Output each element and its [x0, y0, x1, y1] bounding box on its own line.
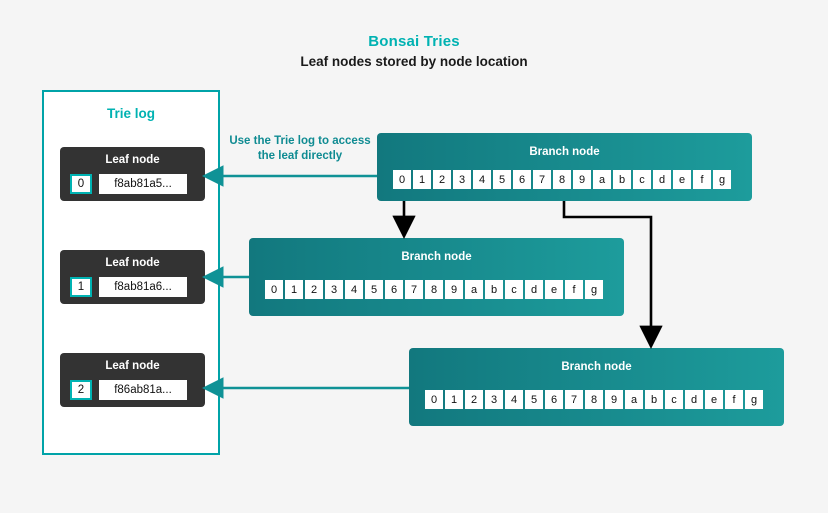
- branch-cell-3[interactable]: 3: [485, 390, 503, 409]
- leaf-node-label: Leaf node: [105, 360, 160, 372]
- page-title: Bonsai Tries: [368, 33, 460, 50]
- branch-cell-g[interactable]: g: [585, 280, 603, 299]
- branch-cell-1[interactable]: 1: [413, 170, 431, 189]
- branch-cell-1[interactable]: 1: [285, 280, 303, 299]
- branch-cell-c[interactable]: c: [505, 280, 523, 299]
- branch-cell-5[interactable]: 5: [493, 170, 511, 189]
- leaf-node-index: 1: [70, 277, 92, 297]
- branch-cell-c[interactable]: c: [665, 390, 683, 409]
- leaf-node-label: Leaf node: [105, 257, 160, 269]
- branch-cell-0[interactable]: 0: [265, 280, 283, 299]
- branch-cell-2[interactable]: 2: [305, 280, 323, 299]
- branch-node-label: Branch node: [529, 146, 600, 158]
- branch-cell-4[interactable]: 4: [505, 390, 523, 409]
- branch-cell-0[interactable]: 0: [393, 170, 411, 189]
- branch-cell-4[interactable]: 4: [345, 280, 363, 299]
- leaf-node-row: 1 f8ab81a6...: [70, 277, 187, 297]
- branch-cell-a[interactable]: a: [593, 170, 611, 189]
- branch-cell-8[interactable]: 8: [553, 170, 571, 189]
- leaf-node-row: 0 f8ab81a5...: [70, 174, 187, 194]
- branch-node-label: Branch node: [401, 251, 472, 263]
- branch-cell-6[interactable]: 6: [385, 280, 403, 299]
- branch-cell-7[interactable]: 7: [565, 390, 583, 409]
- branch-cell-d[interactable]: d: [685, 390, 703, 409]
- branch-cell-9[interactable]: 9: [573, 170, 591, 189]
- branch-cell-6[interactable]: 6: [513, 170, 531, 189]
- branch-cell-8[interactable]: 8: [585, 390, 603, 409]
- page-subtitle: Leaf nodes stored by node location: [300, 54, 528, 69]
- branch-cell-7[interactable]: 7: [533, 170, 551, 189]
- branch-cell-9[interactable]: 9: [605, 390, 623, 409]
- branch-cell-d[interactable]: d: [653, 170, 671, 189]
- branch-cell-5[interactable]: 5: [365, 280, 383, 299]
- leaf-node-index: 2: [70, 380, 92, 400]
- branch-cell-g[interactable]: g: [745, 390, 763, 409]
- trie-log-title: Trie log: [106, 106, 155, 121]
- branch-cell-f[interactable]: f: [565, 280, 583, 299]
- branch-cell-2[interactable]: 2: [433, 170, 451, 189]
- branch-cell-b[interactable]: b: [613, 170, 631, 189]
- branch-cell-2[interactable]: 2: [465, 390, 483, 409]
- leaf-node-1[interactable]: Leaf node 1 f8ab81a6...: [60, 250, 205, 304]
- branch-node-label: Branch node: [561, 361, 632, 373]
- branch-cell-9[interactable]: 9: [445, 280, 463, 299]
- branch-cell-3[interactable]: 3: [453, 170, 471, 189]
- branch-cell-5[interactable]: 5: [525, 390, 543, 409]
- branch-cell-e[interactable]: e: [673, 170, 691, 189]
- branch-cell-f[interactable]: f: [693, 170, 711, 189]
- leaf-node-row: 2 f86ab81a...: [70, 380, 187, 400]
- branch-cell-c[interactable]: c: [633, 170, 651, 189]
- branch-cell-a[interactable]: a: [465, 280, 483, 299]
- leaf-node-label: Leaf node: [105, 154, 160, 166]
- branch-cell-1[interactable]: 1: [445, 390, 463, 409]
- branch-cell-e[interactable]: e: [705, 390, 723, 409]
- leaf-node-hash: f86ab81a...: [99, 380, 187, 400]
- leaf-node-hash: f8ab81a5...: [99, 174, 187, 194]
- branch-cell-a[interactable]: a: [625, 390, 643, 409]
- branch-cell-4[interactable]: 4: [473, 170, 491, 189]
- branch-cell-6[interactable]: 6: [545, 390, 563, 409]
- leaf-node-0[interactable]: Leaf node 0 f8ab81a5...: [60, 147, 205, 201]
- branch-cell-b[interactable]: b: [645, 390, 663, 409]
- branch-cell-f[interactable]: f: [725, 390, 743, 409]
- branch-cell-7[interactable]: 7: [405, 280, 423, 299]
- branch-cell-d[interactable]: d: [525, 280, 543, 299]
- branch-cell-3[interactable]: 3: [325, 280, 343, 299]
- branch-cell-b[interactable]: b: [485, 280, 503, 299]
- branch-cell-0[interactable]: 0: [425, 390, 443, 409]
- branch-cell-8[interactable]: 8: [425, 280, 443, 299]
- leaf-node-hash: f8ab81a6...: [99, 277, 187, 297]
- branch-cell-g[interactable]: g: [713, 170, 731, 189]
- annotation-text: Use the Trie log to access the leaf dire…: [229, 135, 371, 162]
- leaf-node-index: 0: [70, 174, 92, 194]
- leaf-node-2[interactable]: Leaf node 2 f86ab81a...: [60, 353, 205, 407]
- branch-cell-e[interactable]: e: [545, 280, 563, 299]
